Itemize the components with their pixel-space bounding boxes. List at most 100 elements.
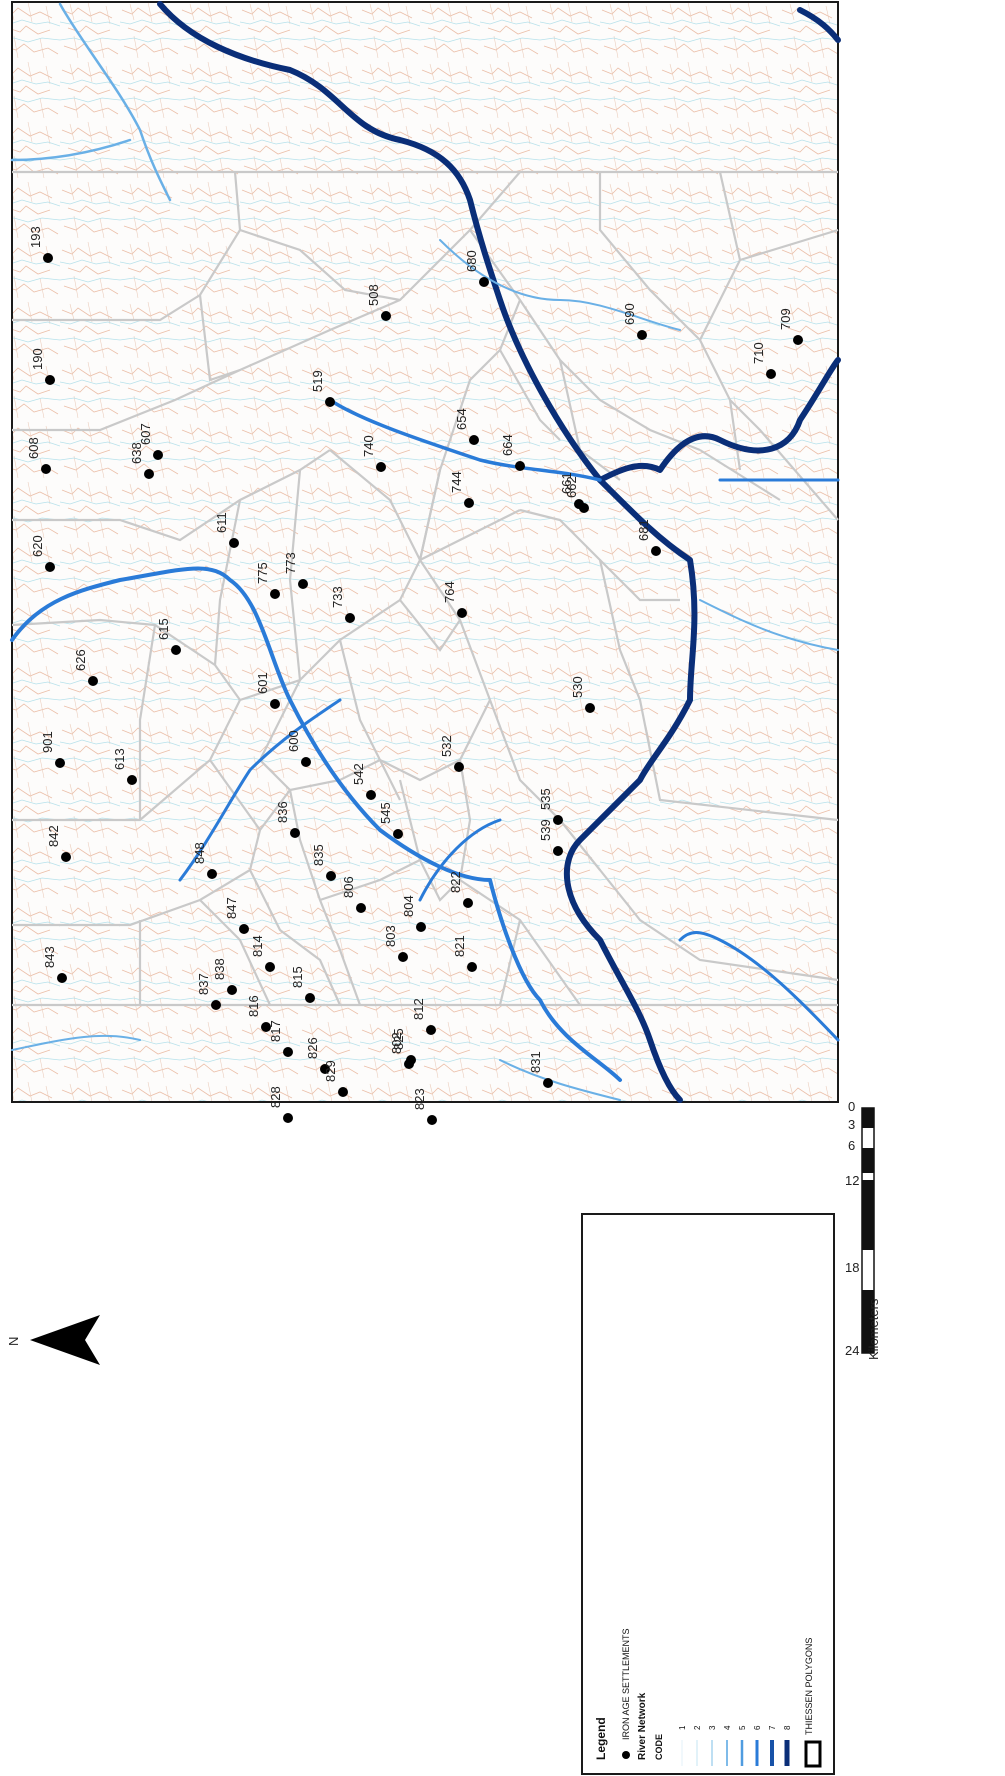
settlement-point bbox=[270, 699, 280, 709]
settlement-point bbox=[261, 1022, 271, 1032]
secondary-river-2 bbox=[328, 398, 602, 482]
settlement-label: 193 bbox=[28, 226, 43, 248]
settlement-point bbox=[325, 397, 335, 407]
legend-code-label: 4 bbox=[723, 1725, 732, 1730]
legend-code-label: 1 bbox=[678, 1725, 687, 1730]
settlement-point bbox=[381, 311, 391, 321]
tributary-1 bbox=[178, 698, 342, 882]
settlement-label: 821 bbox=[452, 935, 467, 957]
settlement-label: 600 bbox=[286, 730, 301, 752]
settlement-label: 620 bbox=[30, 535, 45, 557]
main-river-e bbox=[597, 357, 841, 483]
settlement-point bbox=[515, 461, 525, 471]
polygons-legend-symbol bbox=[804, 1740, 822, 1768]
settlement-label: 654 bbox=[454, 408, 469, 430]
settlement-point bbox=[553, 846, 563, 856]
legend-river-network-label: River Network bbox=[637, 1692, 648, 1760]
settlement-point bbox=[479, 277, 489, 287]
legend-polygons-label: THIESSEN POLYGONS bbox=[804, 1638, 814, 1735]
legend-title: Legend bbox=[594, 1717, 608, 1760]
settlement-label: 817 bbox=[268, 1020, 283, 1042]
settlement-label: 843 bbox=[42, 946, 57, 968]
settlement-point bbox=[320, 1064, 330, 1074]
settlement-label: 626 bbox=[73, 649, 88, 671]
stream-5 bbox=[499, 1059, 621, 1101]
settlement-label: 535 bbox=[538, 788, 553, 810]
settlement-point bbox=[43, 253, 53, 263]
settlement-point bbox=[463, 898, 473, 908]
settlement-label: 802 bbox=[389, 1032, 404, 1054]
scale-tick-label: 12 bbox=[845, 1173, 859, 1188]
settlement-label: 664 bbox=[500, 434, 515, 456]
settlement-label: 831 bbox=[528, 1051, 543, 1073]
scale-unit-label: Kilometers bbox=[866, 1298, 881, 1360]
settlement-point bbox=[57, 973, 67, 983]
settlement-point bbox=[305, 993, 315, 1003]
settlement-label: 837 bbox=[196, 973, 211, 995]
settlement-point bbox=[457, 608, 467, 618]
stream-1 bbox=[58, 2, 172, 202]
north-arrow: N bbox=[6, 1315, 100, 1365]
settlement-point bbox=[467, 962, 477, 972]
scale-bar: 0 3 6 12 18 24 Kilometers bbox=[845, 1099, 881, 1360]
settlement-label: 842 bbox=[46, 825, 61, 847]
settlement-point bbox=[290, 828, 300, 838]
settlement-label: 508 bbox=[366, 284, 381, 306]
settlement-label: 825 bbox=[391, 1028, 406, 1050]
settlement-label: 848 bbox=[192, 842, 207, 864]
settlement-point bbox=[393, 829, 403, 839]
settlement-label: 608 bbox=[26, 437, 41, 459]
tributary-2 bbox=[418, 818, 502, 902]
settlement-point bbox=[171, 645, 181, 655]
legend-code-label: 7 bbox=[768, 1725, 777, 1730]
settlement-label: 709 bbox=[778, 308, 793, 330]
settlement-label: 775 bbox=[255, 562, 270, 584]
settlement-point bbox=[88, 676, 98, 686]
scale-tick-label: 18 bbox=[845, 1260, 859, 1275]
settlement-point bbox=[356, 903, 366, 913]
north-arrow-icon bbox=[30, 1315, 100, 1365]
settlement-label: 804 bbox=[401, 895, 416, 917]
legend-code-label: 5 bbox=[738, 1725, 747, 1730]
settlement-point bbox=[229, 538, 239, 548]
settlement-label: 835 bbox=[311, 844, 326, 866]
settlement-point bbox=[144, 469, 154, 479]
settlement-point bbox=[553, 815, 563, 825]
settlement-label: 638 bbox=[129, 442, 144, 464]
settlement-label: 615 bbox=[156, 618, 171, 640]
stream-3 bbox=[439, 239, 681, 331]
settlement-label: 613 bbox=[112, 748, 127, 770]
river-network bbox=[10, 1, 841, 1103]
settlement-label: 744 bbox=[449, 471, 464, 493]
settlement-point bbox=[427, 1115, 437, 1125]
legend-code-label: 6 bbox=[753, 1725, 762, 1730]
secondary-river bbox=[10, 566, 622, 1082]
settlement-point bbox=[326, 871, 336, 881]
settlement-point bbox=[270, 589, 280, 599]
legend-code-label: 2 bbox=[693, 1725, 702, 1730]
settlement-point bbox=[406, 1055, 416, 1065]
settlement-label: 901 bbox=[40, 731, 55, 753]
settlement-point bbox=[41, 464, 51, 474]
settlement-label: 806 bbox=[341, 876, 356, 898]
settlement-point bbox=[585, 703, 595, 713]
settlement-point bbox=[464, 498, 474, 508]
settlement-label: 773 bbox=[283, 552, 298, 574]
settlement-label: 740 bbox=[361, 435, 376, 457]
thiessen-polygons bbox=[11, 170, 839, 1007]
settlement-label: 710 bbox=[751, 342, 766, 364]
settlement-point bbox=[298, 579, 308, 589]
settlement-point bbox=[239, 924, 249, 934]
settlement-label: 611 bbox=[214, 512, 229, 533]
settlement-point bbox=[345, 613, 355, 623]
settlement-label: 836 bbox=[275, 801, 290, 823]
settlement-point bbox=[45, 562, 55, 572]
settlement-point bbox=[543, 1078, 553, 1088]
settlement-label: 838 bbox=[212, 958, 227, 980]
settlement-point bbox=[265, 962, 275, 972]
settlement-label: 545 bbox=[378, 802, 393, 824]
settlement-label: 823 bbox=[412, 1088, 427, 1110]
settlement-point bbox=[55, 758, 65, 768]
settlement-label: 539 bbox=[538, 819, 553, 841]
settlement-label: 803 bbox=[383, 925, 398, 947]
